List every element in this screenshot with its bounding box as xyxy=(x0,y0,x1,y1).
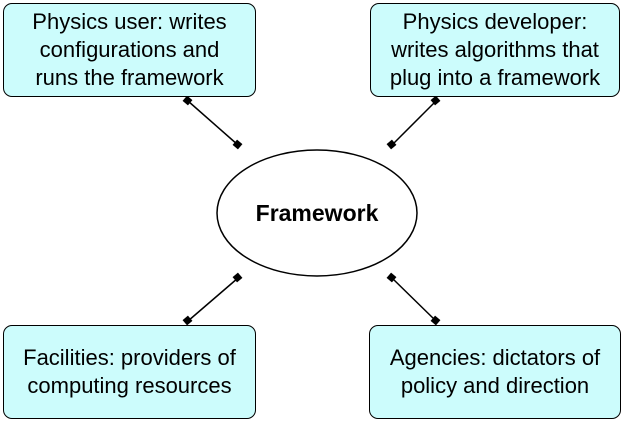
physics-developer-text: Physics developer: writes algorithms tha… xyxy=(389,9,601,90)
physics-user-text: Physics user: writes configurations and … xyxy=(32,9,227,90)
facilities-text: Facilities: providers of computing resou… xyxy=(23,345,236,398)
endpoint-marker xyxy=(430,95,441,106)
agencies-text: Agencies: dictators of policy and direct… xyxy=(389,345,601,398)
physics-developer-box: Physics developer: writes algorithms tha… xyxy=(370,3,620,97)
endpoint-marker xyxy=(386,272,397,283)
physics-user-box: Physics user: writes configurations and … xyxy=(3,3,256,97)
endpoint-marker xyxy=(182,95,193,106)
framework-label: Framework xyxy=(255,199,379,226)
facilities-box: Facilities: providers of computing resou… xyxy=(3,325,256,419)
framework-ellipse xyxy=(216,149,418,277)
connector-endpoints xyxy=(182,95,441,326)
connector-physics-developer xyxy=(391,100,437,146)
endpoint-marker xyxy=(232,272,243,283)
connector-physics-user xyxy=(187,100,239,146)
connector-facilities xyxy=(187,277,239,322)
connector-agencies xyxy=(391,277,437,322)
endpoint-marker xyxy=(386,139,397,150)
endpoint-marker xyxy=(430,315,441,326)
agencies-box: Agencies: dictators of policy and direct… xyxy=(369,325,621,419)
endpoint-marker xyxy=(232,139,243,150)
endpoint-marker xyxy=(182,315,193,326)
